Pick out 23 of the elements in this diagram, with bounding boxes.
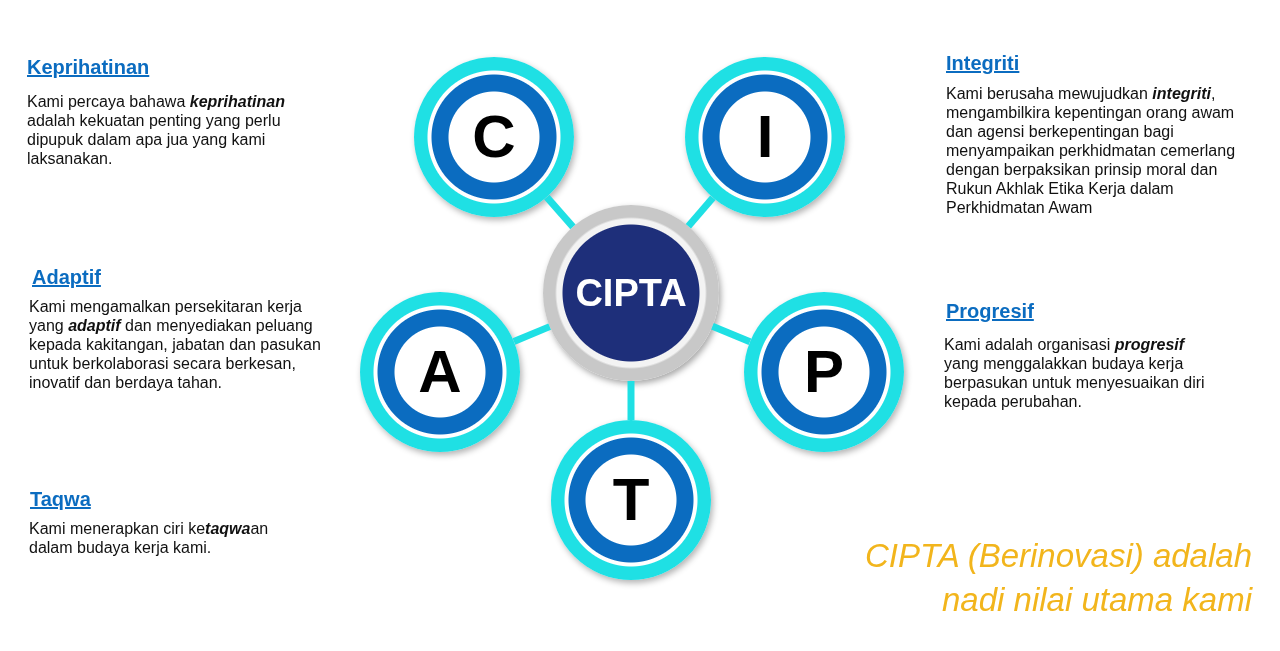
connector-line — [512, 323, 552, 345]
connector-line — [544, 194, 576, 230]
circle-letter: I — [756, 107, 774, 167]
section-heading: Progresif — [946, 302, 1034, 321]
section-heading: Adaptif — [32, 268, 101, 287]
description-text: Kami adalah organisasi progresif yang menggalakkan budaya kerja berpasukan untuk menyesuaikan diri kepada perubahan. — [944, 335, 1206, 411]
circle-letter: A — [418, 342, 462, 402]
circle-letter: T — [612, 470, 650, 530]
section-heading: Integriti — [946, 54, 1020, 73]
circle-letter: C — [472, 107, 516, 167]
connector-line — [711, 323, 752, 345]
connector-line — [627, 381, 635, 420]
circle-letter: CIPTA — [575, 271, 687, 315]
description-text: Kami berusaha mewujudkan integriti, mengambilkira kepentingan orang awam dan agensi berkepentingan bagi menyampaikan perkhidmatan cemerlang dengan berpaksikan prinsip moral dan Rukun Akhlak Etika Kerja dalam Perkhidmatan Awam — [946, 84, 1237, 217]
section-heading: Keprihatinan — [27, 58, 150, 77]
hub-circle — [543, 205, 719, 381]
description-text: Kami mengamalkan persekitaran kerja yang adaptif dan menyediakan peluang kepada kakitangan, jabatan dan pasukan untuk berkolaborasi secara berkesan, inovatif dan berdaya tahan. — [29, 297, 322, 392]
section-heading: Taqwa — [30, 490, 91, 509]
circle-letter: P — [804, 342, 844, 402]
description-text: Kami percaya bahawa keprihatinan adalah kekuatan penting yang perlu dipupuk dalam apa jua yang kami laksanakan. — [27, 92, 286, 168]
connector-line — [685, 195, 716, 229]
caption-text: CIPTA (Berinovasi) adalah nadi nilai utama kami — [864, 536, 1252, 620]
description-text: Kami menerapkan ciri ketaqwaan dalam budaya kerja kami. — [29, 519, 270, 557]
